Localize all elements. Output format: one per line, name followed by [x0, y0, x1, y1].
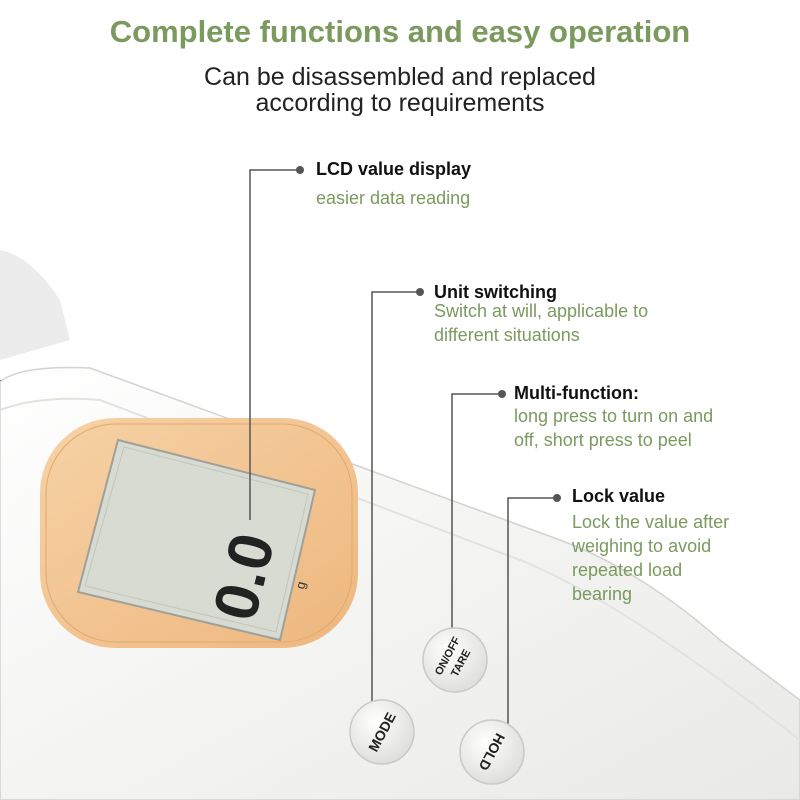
- leader-dot: [553, 494, 561, 502]
- callout-line: weighing to avoid: [572, 536, 712, 556]
- subtitle-line: Can be disassembled and replaced: [204, 63, 596, 91]
- lcd-frame-inner: [45, 423, 353, 643]
- handle-edge: [0, 397, 800, 741]
- callout-title-unit: Unit switching: [434, 282, 557, 302]
- callout-line: long press to turn on and: [514, 406, 714, 426]
- callout-line: off, short press to peel: [514, 430, 692, 450]
- leader-line-onoff: [451, 393, 502, 638]
- callout-line: Switch at will, applicable to: [434, 301, 649, 321]
- hold-button-shape: [459, 719, 525, 785]
- leader-dot: [416, 288, 424, 296]
- callout-title-lcd: LCD value display: [316, 159, 472, 179]
- callout-line: different situations: [434, 325, 580, 345]
- callout-line: bearing: [572, 584, 633, 604]
- callout-desc-unit: Switch at will, applicable to different …: [434, 299, 648, 347]
- leader-line-lcd: [249, 169, 300, 520]
- leader-line-mode: [371, 291, 420, 710]
- page-subtitle: Can be disassembled and replaced accordi…: [0, 64, 800, 116]
- spoon-head: [0, 250, 70, 360]
- leader-dot: [498, 390, 506, 398]
- page-title: Complete functions and easy operation: [109, 14, 691, 49]
- callout-line: Lock the value after: [572, 512, 730, 532]
- onoff-button-shape: [422, 627, 488, 693]
- lcd-unit: g: [292, 580, 308, 591]
- mode-button-shape: [349, 699, 415, 765]
- callout-title-multifunction: Multi-function:: [514, 383, 639, 403]
- callout-line: repeated load: [572, 560, 683, 580]
- callout-desc-multifunction: long press to turn on and off, short pre…: [514, 404, 713, 452]
- lcd-screen-inner: [84, 446, 309, 633]
- callout-line: easier data reading: [316, 188, 471, 208]
- callout-title-lock: Lock value: [572, 486, 666, 506]
- callout-desc-lcd: easier data reading: [316, 186, 470, 210]
- leader-dot: [296, 166, 304, 174]
- callout-desc-lock: Lock the value after weighing to avoid r…: [572, 510, 729, 606]
- subtitle-line: according to requirements: [255, 89, 545, 117]
- leader-line-hold: [507, 497, 557, 738]
